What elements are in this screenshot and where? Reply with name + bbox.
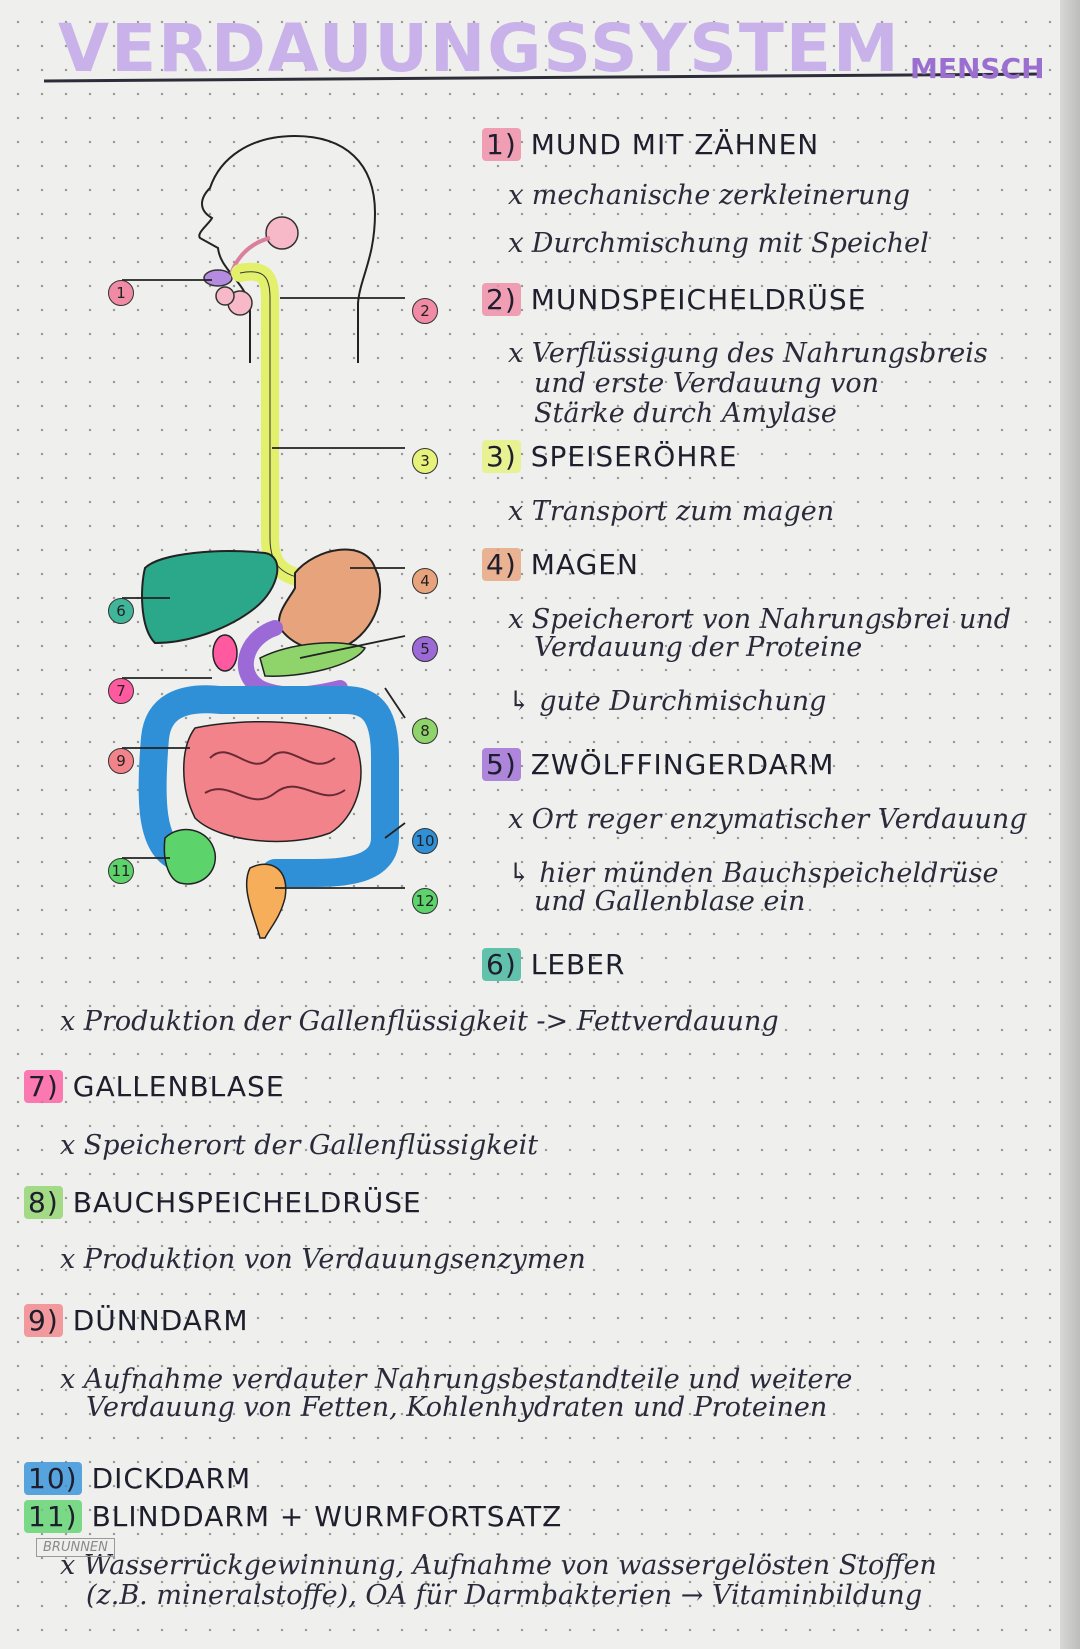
pancreas: [259, 642, 367, 677]
section-heading-11: 11) BLINDDARM + WURMFORTSATZ: [24, 1500, 562, 1533]
section-title-2: MUNDSPEICHELDRÜSE: [530, 283, 867, 316]
section-number-9: 9): [24, 1304, 63, 1337]
salivary-gland-parotid: [265, 216, 299, 250]
section-7-line-1: x Speicherort der Gallenflüssigkeit: [60, 1130, 539, 1161]
callout-number-10: 10: [412, 828, 438, 854]
section-title-3: SPEISERÖHRE: [530, 440, 738, 473]
digestive-system-diagram: [122, 134, 406, 939]
section-11-line-2: (z.B. mineralstoffe), OA für Darmbakteri…: [86, 1580, 923, 1611]
callout-number-9: 9: [108, 748, 134, 774]
callout-number-2: 2: [412, 298, 438, 324]
section-title-5: ZWÖLFFINGERDARM: [530, 748, 835, 781]
callout-number-11: 11: [108, 858, 134, 884]
section-number-4: 4): [482, 548, 521, 581]
section-4-line-1: x Speicherort von Nahrungsbrei und: [508, 604, 1012, 635]
section-3-line-1: x Transport zum magen: [508, 496, 835, 527]
section-9-line-2: Verdauung von Fetten, Kohlenhydraten und…: [86, 1392, 828, 1423]
section-4-line-2: Verdauung der Proteine: [534, 632, 863, 663]
section-title-4: MAGEN: [530, 548, 639, 581]
page-edge: [1060, 0, 1080, 1649]
section-5-line-2: ↳ hier münden Bauchspeicheldrüse: [508, 858, 999, 889]
cecum-appendix: [163, 828, 216, 885]
small-intestine: [183, 721, 362, 843]
section-4-line-3: ↳ gute Durchmischung: [508, 686, 827, 717]
section-heading-6: 6) LEBER: [482, 948, 625, 981]
callout-number-12: 12: [412, 888, 438, 914]
callout-number-5: 5: [412, 636, 438, 662]
brunnen-stamp: BRUNNEN: [36, 1538, 115, 1557]
section-5-line-3: und Gallenblase ein: [534, 886, 806, 917]
section-title-10: DICKDARM: [91, 1462, 252, 1495]
section-title-9: DÜNNDARM: [72, 1304, 249, 1337]
callout-number-8: 8: [412, 718, 438, 744]
section-2-line-3: Stärke durch Amylase: [534, 398, 837, 429]
callout-number-7: 7: [108, 678, 134, 704]
section-title-1: MUND MIT ZÄHNEN: [530, 128, 820, 161]
section-9-line-1: x Aufnahme verdauter Nahrungsbestandteil…: [60, 1364, 853, 1395]
section-number-3: 3): [482, 440, 521, 473]
section-number-1: 1): [482, 128, 521, 161]
section-heading-8: 8) BAUCHSPEICHELDRÜSE: [24, 1186, 422, 1219]
section-11-line-1: x Wasserrückgewinnung, Aufnahme von wass…: [60, 1550, 937, 1581]
section-number-10: 10): [24, 1462, 82, 1495]
section-title-6: LEBER: [530, 948, 626, 981]
salivary-gland-lower-2: [215, 286, 235, 306]
section-heading-4: 4) MAGEN: [482, 548, 639, 581]
section-heading-2: 2) MUNDSPEICHELDRÜSE: [482, 283, 866, 316]
section-2-line-2: und erste Verdauung von: [534, 368, 880, 399]
section-2-line-1: x Verflüssigung des Nahrungsbreis: [508, 338, 988, 369]
section-heading-1: 1) MUND MIT ZÄHNEN: [482, 128, 819, 161]
section-heading-9: 9) DÜNNDARM: [24, 1304, 249, 1337]
section-title-8: BAUCHSPEICHELDRÜSE: [72, 1186, 422, 1219]
section-1-line-2: x Durchmischung mit Speichel: [508, 228, 929, 259]
mouth: [203, 269, 233, 287]
rectum: [245, 863, 287, 939]
large-intestine: [138, 685, 399, 887]
section-title-7: GALLENBLASE: [72, 1070, 285, 1103]
section-5-line-1: x Ort reger enzymatischer Verdauung: [508, 804, 1027, 835]
section-6-line-1: x Produktion der Gallenflüssigkeit -> Fe…: [60, 1006, 779, 1037]
callout-number-6: 6: [108, 598, 134, 624]
callout-number-3: 3: [412, 448, 438, 474]
section-number-6: 6): [482, 948, 521, 981]
stomach: [278, 548, 381, 652]
section-8-line-1: x Produktion von Verdauungsenzymen: [60, 1244, 586, 1275]
section-heading-5: 5) ZWÖLFFINGERDARM: [482, 748, 834, 781]
gallbladder: [212, 634, 238, 672]
section-number-5: 5): [482, 748, 521, 781]
section-heading-7: 7) GALLENBLASE: [24, 1070, 285, 1103]
callout-number-4: 4: [412, 568, 438, 594]
head-outline: [198, 134, 377, 363]
section-number-7: 7): [24, 1070, 63, 1103]
section-number-8: 8): [24, 1186, 63, 1219]
section-number-2: 2): [482, 283, 521, 316]
section-1-line-1: x mechanische zerkleinerung: [508, 180, 911, 211]
page-subtitle: MENSCH: [910, 52, 1045, 85]
section-title-11: BLINDDARM + WURMFORTSATZ: [91, 1500, 563, 1533]
liver: [141, 550, 279, 645]
section-heading-10: 10) DICKDARM: [24, 1462, 251, 1495]
callout-number-1: 1: [108, 280, 134, 306]
section-heading-3: 3) SPEISERÖHRE: [482, 440, 738, 473]
section-number-11: 11): [24, 1500, 82, 1533]
